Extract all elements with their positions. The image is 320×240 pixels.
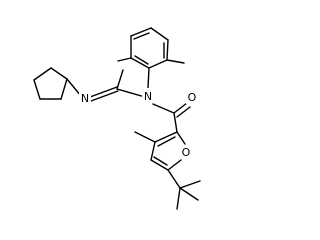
cyclopentyl-ring — [33, 67, 68, 100]
bond — [173, 112, 178, 133]
bond — [167, 169, 181, 189]
bond — [33, 79, 41, 100]
methyl-bond — [176, 187, 181, 210]
double-bond — [90, 90, 119, 102]
double-bond-inner — [157, 136, 176, 147]
furan-ring — [134, 131, 201, 210]
bond — [166, 39, 169, 61]
bond — [148, 59, 168, 69]
bond — [116, 88, 146, 98]
atom-label-imine-n: N — [81, 92, 89, 105]
atom-furan-o: O — [180, 145, 192, 159]
bond — [150, 141, 156, 161]
atom-label-furan-o: O — [182, 146, 191, 159]
bond — [154, 131, 178, 143]
double-bond — [176, 106, 191, 118]
bond — [167, 159, 182, 171]
atom-amide-n: N — [142, 88, 154, 103]
bond — [66, 78, 82, 97]
methyl-bond — [134, 131, 156, 143]
bond — [152, 103, 175, 114]
bond — [50, 67, 68, 80]
aromatic-inner-bond — [134, 55, 149, 65]
double-bond — [89, 86, 118, 98]
bond — [33, 67, 52, 81]
methyl-bond — [117, 57, 132, 62]
chemical-structure: N N O O — [33, 27, 201, 210]
methyl-bond — [116, 69, 124, 90]
dimethylphenyl-ring — [117, 27, 185, 89]
methyl-bond — [166, 59, 185, 64]
bond — [60, 78, 68, 100]
atom-imine-n: N — [79, 91, 91, 105]
bond — [150, 159, 169, 171]
methyl-bond — [179, 180, 201, 189]
atom-label-amide-n: N — [144, 90, 152, 103]
aromatic-inner-bond — [133, 32, 150, 40]
atom-carbonyl-o: O — [186, 91, 198, 104]
bond — [176, 131, 186, 145]
amide-group — [152, 102, 191, 133]
imine-linker — [66, 69, 146, 102]
atom-label-carbonyl-o: O — [188, 91, 197, 104]
bond — [130, 27, 152, 37]
double-bond — [173, 102, 188, 114]
methyl-bond — [179, 187, 199, 201]
bond — [147, 67, 150, 89]
double-bond-inner — [153, 156, 168, 166]
bond — [130, 57, 150, 69]
bond — [150, 27, 169, 41]
